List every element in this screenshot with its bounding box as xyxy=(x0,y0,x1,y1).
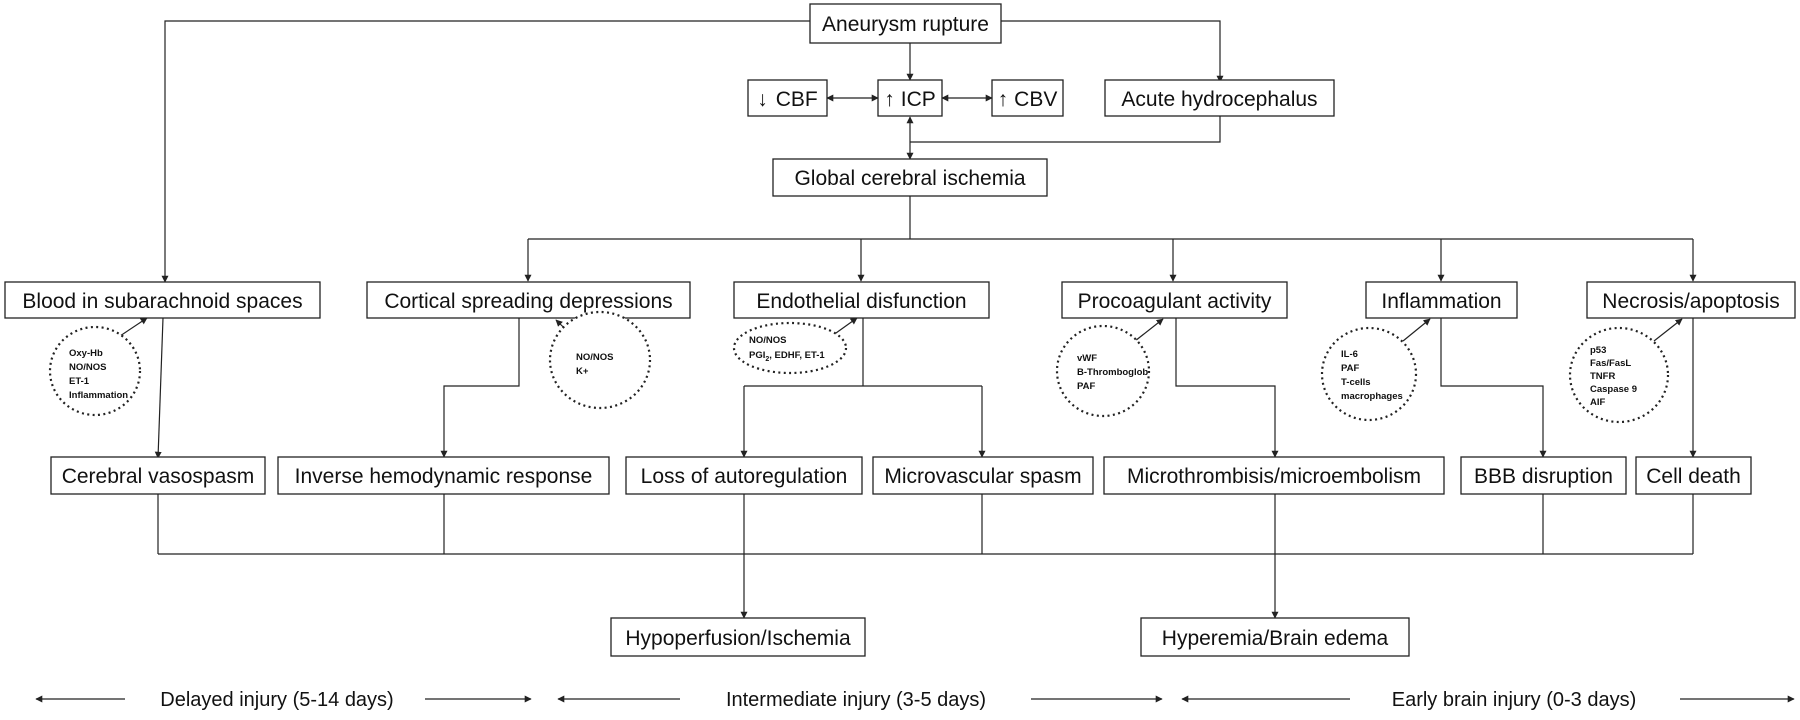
arrow-mediator-procoagulant xyxy=(1134,318,1164,342)
node-label: Endothelial disfunction xyxy=(756,290,966,313)
mediator-circle-necrosis: p53 Fas/FasL TNFR Caspase 9 AIF xyxy=(1568,326,1670,424)
mediator-item: Oxy-Hb xyxy=(69,348,103,359)
node-label: BBB disruption xyxy=(1474,465,1613,488)
timeline-early-label: Early brain injury (0-3 days) xyxy=(1392,689,1637,711)
mediator-item: PGI xyxy=(749,350,765,361)
arrow-mediator-inflammation xyxy=(1402,318,1431,342)
node-label: Hypoperfusion/Ischemia xyxy=(625,627,851,650)
mediator-item: Fas/FasL xyxy=(1590,358,1631,369)
node-cerebral-vasospasm: Cerebral vasospasm xyxy=(50,456,266,495)
node-label: Microthrombisis/microembolism xyxy=(1127,465,1421,488)
mediator-item: T-cells xyxy=(1341,377,1371,388)
mediator-item: ET-1 xyxy=(69,376,90,387)
mediator-subscript: 2 xyxy=(765,356,769,363)
svg-text:↓CBF: ↓ CBF xyxy=(757,88,818,111)
arrow-mediator-necrosis xyxy=(1653,318,1683,342)
mediator-item: AIF xyxy=(1590,397,1606,408)
mediator-item: PAF xyxy=(1341,363,1359,374)
mediator-item: NO/NOS xyxy=(749,335,786,346)
node-label: Microvascular spasm xyxy=(884,465,1081,488)
arrow-mediator-subarachnoid xyxy=(116,317,148,339)
mediator-item: vWF xyxy=(1077,353,1097,364)
mediator-item: K+ xyxy=(576,366,589,377)
node-hypoperfusion: Hypoperfusion/Ischemia xyxy=(610,617,866,657)
node-label: Global cerebral ischemia xyxy=(794,167,1025,190)
node-label: Acute hydrocephalus xyxy=(1121,88,1317,111)
timeline-intermediate-label: Intermediate injury (3-5 days) xyxy=(726,689,986,711)
node-endothelial: Endothelial disfunction xyxy=(733,281,990,319)
svg-text:↑CBV: ↑CBV xyxy=(998,88,1058,111)
down-arrow-icon: ↓ xyxy=(757,88,768,111)
up-arrow-icon: ↑ xyxy=(998,88,1009,111)
mediator-item: IL-6 xyxy=(1341,349,1358,360)
node-procoagulant: Procoagulant activity xyxy=(1061,281,1288,319)
node-label: Blood in subarachnoid spaces xyxy=(22,290,302,313)
arrow-rupture-to-subarachnoid xyxy=(161,20,810,283)
node-loss-autoregulation: Loss of autoregulation xyxy=(625,456,863,495)
line-endothelial-split xyxy=(744,318,982,387)
mediator-circle-inflammation: IL-6 PAF T-cells macrophages xyxy=(1320,326,1418,422)
mediator-item: Caspase 9 xyxy=(1590,384,1637,395)
mediator-item: PAF xyxy=(1077,381,1095,392)
timeline: Delayed injury (5-14 days) Intermediate … xyxy=(160,689,1636,711)
node-icp: ↑ ICP xyxy=(877,79,943,117)
node-label: Cortical spreading depressions xyxy=(384,290,672,313)
node-cbv: ↑CBV xyxy=(991,79,1064,117)
arrow-cortical-to-inverse xyxy=(440,318,520,458)
mediator-circle-cortical: NO/NOS K+ xyxy=(548,310,652,410)
arrow-rupture-to-hydrocephalus xyxy=(1001,20,1224,83)
node-bbb-disruption: BBB disruption xyxy=(1460,456,1627,495)
node-cell-death: Cell death xyxy=(1635,456,1752,495)
mediator-item: B-Thromboglob xyxy=(1077,367,1148,378)
node-cortical-spreading: Cortical spreading depressions xyxy=(366,281,691,319)
node-label: ICP xyxy=(901,88,936,111)
node-microthrombosis: Microthrombisis/microembolism xyxy=(1103,456,1445,495)
up-arrow-icon: ↑ xyxy=(884,88,895,111)
svg-text:↑ICP: ↑ ICP xyxy=(884,88,936,111)
arrow-inflammation-to-bbb xyxy=(1440,318,1547,458)
node-hyperemia: Hyperemia/Brain edema xyxy=(1140,617,1410,657)
node-label: Hyperemia/Brain edema xyxy=(1162,627,1389,650)
node-cbf: ↓ CBF xyxy=(747,79,828,117)
node-label: Procoagulant activity xyxy=(1078,290,1272,313)
timeline-delayed-label: Delayed injury (5-14 days) xyxy=(160,689,393,711)
arrow-procoagulant-to-microthrombosis xyxy=(1175,318,1279,458)
line-hydrocephalus-to-icp xyxy=(910,114,1221,143)
node-global-ischemia: Global cerebral ischemia xyxy=(772,158,1048,197)
node-label: Inflammation xyxy=(1381,290,1501,313)
node-label: Inverse hemodynamic response xyxy=(295,465,593,488)
node-acute-hydrocephalus: Acute hydrocephalus xyxy=(1104,79,1335,117)
node-blood-subarachnoid: Blood in subarachnoid spaces xyxy=(4,281,321,319)
node-inverse-response: Inverse hemodynamic response xyxy=(277,456,610,495)
connectors xyxy=(35,20,1795,703)
mediator-circle-endothelial: NO/NOS PGI2, EDHF, ET-1 xyxy=(732,321,848,375)
svg-text:PGI2, EDHF, ET-1: PGI2, EDHF, ET-1 xyxy=(749,350,825,363)
node-label: Cerebral vasospasm xyxy=(62,465,255,488)
arrow-subarachnoid-to-vasospasm xyxy=(154,317,164,459)
mediator-item: p53 xyxy=(1590,345,1606,356)
node-microvascular-spasm: Microvascular spasm xyxy=(872,456,1094,495)
node-label: Necrosis/apoptosis xyxy=(1602,290,1779,313)
mediator-circle-procoagulant: vWF B-Thromboglob PAF xyxy=(1055,324,1151,418)
node-necrosis: Necrosis/apoptosis xyxy=(1586,281,1796,319)
node-label: Aneurysm rupture xyxy=(822,13,989,36)
node-label: Cell death xyxy=(1646,465,1741,488)
node-aneurysm-rupture: Aneurysm rupture xyxy=(809,3,1002,44)
node-label: CBV xyxy=(1014,88,1057,111)
mediator-item: TNFR xyxy=(1590,371,1615,382)
node-label: Loss of autoregulation xyxy=(641,465,848,488)
mediator-circle-subarachnoid: Oxy-Hb NO/NOS ET-1 Inflammation xyxy=(48,325,142,417)
mediator-item: macrophages xyxy=(1341,391,1403,402)
node-label: CBF xyxy=(776,88,818,111)
mediator-item: , EDHF, ET-1 xyxy=(769,350,825,361)
node-inflammation: Inflammation xyxy=(1365,281,1518,319)
mediator-item: NO/NOS xyxy=(576,352,613,363)
mediator-item: NO/NOS xyxy=(69,362,106,373)
mediator-item: Inflammation xyxy=(69,390,128,401)
